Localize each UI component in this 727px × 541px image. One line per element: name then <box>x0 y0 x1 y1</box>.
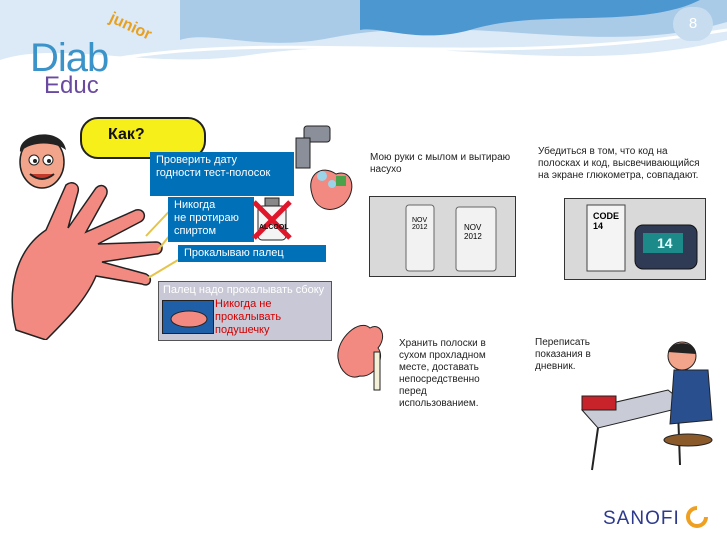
test-strip-vials-photo: NOV 2012 NOV 2012 <box>369 196 516 277</box>
never-pad-warning: Никогда не прокалывать подушечку <box>215 298 282 336</box>
diabeduc-junior-logo: junior Diab Educ <box>22 9 162 104</box>
logo-junior-text: junior <box>106 9 155 44</box>
side-pierce-panel: Палец надо прокалывать сбоку Никогда не … <box>158 281 332 341</box>
alcohol-bottle-crossed-icon <box>252 197 292 241</box>
logo-diab-text: Diab <box>30 36 109 80</box>
logo-educ-text: Educ <box>44 72 99 99</box>
side-pierce-label: Палец надо прокалывать сбоку <box>163 284 325 296</box>
vial-label-large: NOV 2012 <box>464 223 482 241</box>
boy-face-illustration <box>19 134 67 189</box>
never-alcohol-label: Никогда не протираю спиртом <box>168 197 254 242</box>
hand-holding-strip-illustration <box>337 324 383 391</box>
speech-bubble-text: Как? <box>108 126 145 143</box>
sanofi-brand-text: SANOFI <box>603 508 680 529</box>
washing-hands-illustration <box>295 125 353 210</box>
wash-hands-text: Мою руки с мылом и вытираю насухо <box>370 152 511 175</box>
store-strips-text: Хранить полоски в сухом прохладном месте… <box>399 338 486 409</box>
vial-label-small: NOV 2012 <box>412 217 428 231</box>
log-readings-text: Переписать показания в дневник. <box>535 337 591 372</box>
boy-writing-diary-illustration <box>581 341 713 471</box>
fingertip-inset-image <box>162 300 214 334</box>
sanofi-emblem-icon <box>686 506 709 528</box>
glucometer-code-photo: CODE 14 14 <box>564 198 706 280</box>
bottle-label-text: ALCOOL <box>259 224 289 231</box>
code-card-label: CODE 14 <box>593 211 620 231</box>
pierce-finger-label: Прокалываю палец <box>178 245 326 262</box>
check-date-label: Проверить дату годности тест-полосок <box>150 152 294 196</box>
page-number: 8 <box>673 7 713 41</box>
meter-display-value: 14 <box>657 235 673 251</box>
sanofi-brand-logo: SANOFI <box>603 506 709 530</box>
header-wave-decoration <box>0 0 727 60</box>
verify-code-text: Убедиться в том, что код на полосках и к… <box>538 146 700 181</box>
